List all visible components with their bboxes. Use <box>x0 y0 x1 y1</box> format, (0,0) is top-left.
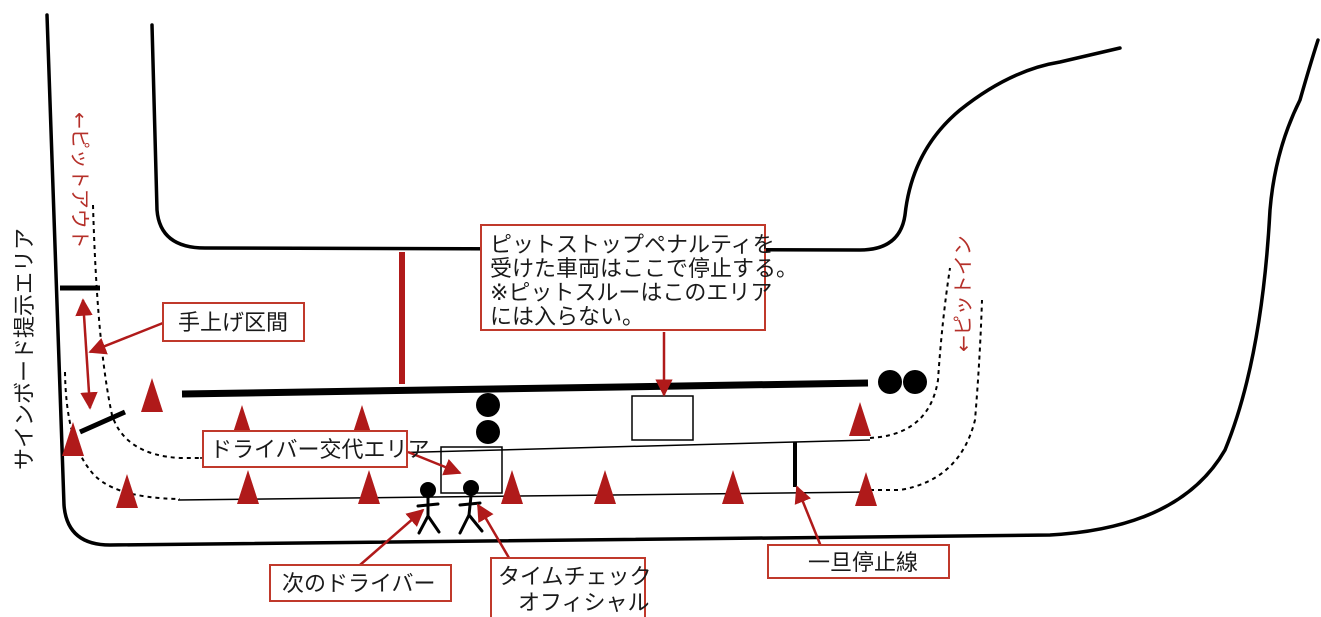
hand-raise-label: 手上げ区間 <box>178 311 288 336</box>
track-outline <box>45 13 1320 547</box>
time-check-label-line-2: オフィシャル <box>518 591 650 616</box>
person-icon <box>458 480 484 535</box>
tire-stack-icon <box>878 370 927 394</box>
penalty-callout-box <box>480 224 766 331</box>
driver-change-label: ドライバー交代エリア <box>210 438 430 463</box>
time-check-callout-box <box>490 557 646 617</box>
stop-line-callout-arrow <box>794 485 824 550</box>
next-driver-label: 次のドライバー <box>282 572 436 597</box>
driver-change-callout-box <box>202 430 408 468</box>
next-driver-callout-box <box>269 564 452 602</box>
traffic-cone-icon <box>501 470 523 504</box>
penalty-note-line-4: には入らない。 <box>490 305 644 330</box>
stop-line-label: 一旦停止線 <box>808 551 918 576</box>
pit-building-edge <box>150 23 1122 252</box>
hand-raise-callout-box <box>162 302 305 342</box>
penalty-note-line-3: ※ピットスルーはこのエリア <box>490 281 772 306</box>
callout-boxes <box>162 224 950 617</box>
traffic-cone-icon <box>594 470 616 504</box>
pit-wall <box>181 379 869 398</box>
next-driver-callout-arrow <box>359 508 425 566</box>
time-check-label-line-1: タイムチェック <box>498 565 652 590</box>
time-check-callout-arrow <box>476 503 514 564</box>
outer-dashed-left <box>64 371 181 500</box>
traffic-cone-icon <box>849 402 871 436</box>
traffic-cone-icon <box>722 470 744 504</box>
penalty-note-line-1: ピットストップペナルティを <box>490 233 775 258</box>
pit-in-label: ←ピットイン <box>951 235 975 352</box>
inner-dashed-right <box>869 267 951 439</box>
person-icon <box>416 482 441 535</box>
traffic-cone-icon <box>237 470 259 504</box>
callout-arrows <box>88 321 824 566</box>
outer-dashed-right <box>870 299 983 491</box>
traffic-cone-icon <box>62 422 84 456</box>
tire-stack-icon <box>476 393 500 444</box>
inner-lane-line <box>177 491 871 501</box>
hand-raise-range-arrow <box>75 298 98 410</box>
traffic-cone-icon <box>141 378 163 412</box>
inner-dashed-left <box>92 204 200 459</box>
traffic-cone-icon <box>358 470 380 504</box>
hand-raise-bottom-bar <box>78 409 127 435</box>
hand-raise-callout-arrow <box>88 321 164 355</box>
driver-change-callout-arrow <box>407 450 462 476</box>
penalty-stop-box <box>631 395 694 441</box>
pit-lane-guides <box>64 204 983 500</box>
penalty-note-line-2: 受けた車両はここで停止する。 <box>490 257 798 282</box>
pit-out-label: ←ピットアウト <box>68 112 92 249</box>
stop-line-callout-box <box>767 544 950 579</box>
sign-board-area-label: サインボード提示エリア <box>13 228 38 470</box>
outer-track-edge <box>45 13 1320 547</box>
